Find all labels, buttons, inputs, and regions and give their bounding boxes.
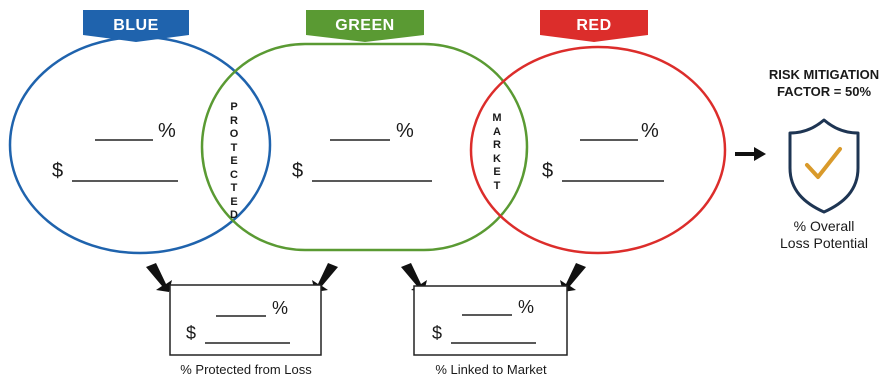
caption-line-2: Loss Potential [780, 235, 868, 251]
overlap-letter: K [493, 152, 501, 165]
protected-caption: % Protected from Loss [180, 362, 312, 377]
overlap-letter: E [230, 195, 238, 208]
protected-box [169, 284, 322, 356]
overall-loss-caption: % Overall Loss Potential [764, 218, 884, 252]
red-circle [469, 45, 727, 255]
caption-line-1: % Overall [793, 218, 855, 234]
down-arrow-icon [146, 263, 172, 292]
overlap-letter: T [493, 179, 501, 192]
right-arrow-icon [735, 147, 766, 161]
box-blanks [205, 314, 536, 344]
market-box [413, 285, 568, 356]
green-dollar-symbol: $ [292, 160, 304, 182]
overlap-letter: C [230, 168, 238, 181]
overlap-letter: D [230, 209, 238, 221]
blue-dollar-symbol: $ [52, 160, 64, 182]
overlap-letter: E [493, 166, 501, 178]
red-percent-symbol: % [641, 120, 659, 142]
down-arrow-icon [401, 263, 427, 292]
box1-dollar-symbol: $ [186, 323, 197, 343]
overlap-letter: R [230, 114, 238, 127]
overlap-letter: M [492, 112, 502, 124]
overlap-letter: E [230, 155, 238, 167]
overlap-letter: T [230, 182, 238, 194]
green-percent-symbol: % [396, 120, 414, 142]
overlap-letter: A [493, 125, 501, 138]
red-blanks [562, 139, 664, 182]
risk-line-2: FACTOR = 50% [776, 84, 872, 99]
green-blanks [312, 139, 432, 182]
risk-line-1: RISK MITIGATION [768, 67, 880, 82]
banner-blue: BLUE [83, 10, 189, 42]
overlap-letter: T [230, 141, 238, 154]
green-circle [200, 42, 529, 252]
box2-percent-symbol: % [518, 297, 535, 317]
market-caption: % Linked to Market [435, 362, 547, 377]
red-dollar-symbol: $ [542, 160, 554, 182]
overlap-letter: R [493, 139, 501, 151]
blue-percent-symbol: % [158, 120, 176, 142]
banner-green: GREEN [306, 10, 424, 42]
blue-blanks [72, 139, 178, 182]
overlap-letter: P [230, 101, 238, 113]
box1-percent-symbol: % [272, 298, 289, 318]
overlap-letter: O [229, 128, 239, 140]
box2-dollar-symbol: $ [432, 323, 443, 343]
shield-check-icon [788, 118, 860, 214]
risk-mitigation-label: RISK MITIGATION FACTOR = 50% [754, 66, 894, 100]
down-arrow-icon [560, 263, 586, 292]
banner-red: RED [540, 10, 648, 42]
